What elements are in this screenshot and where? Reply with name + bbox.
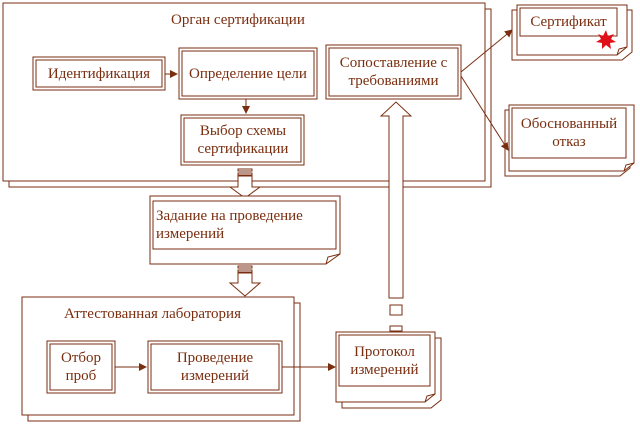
goal-label: Определение цели bbox=[189, 65, 307, 82]
identification-label: Идентификация bbox=[47, 65, 151, 82]
certificate-label: Сертификат bbox=[530, 14, 607, 30]
measuring-label: Проведение измерений bbox=[176, 350, 254, 384]
comparison-label: Сопоставление с требованиями bbox=[339, 55, 448, 89]
arrow-to-refusal bbox=[460, 75, 509, 151]
task-label: Задание на проведение измерений bbox=[156, 208, 303, 242]
task-document bbox=[149, 195, 341, 265]
measuring-box bbox=[147, 340, 283, 394]
refusal-label: Обоснованный отказ bbox=[520, 116, 618, 150]
hollow-arrow-to-task bbox=[228, 168, 262, 199]
certification-body-title: Орган сертификации bbox=[171, 12, 305, 28]
laboratory-title: Аттестованная лаборатория bbox=[64, 306, 241, 322]
hollow-arrow-to-comparison bbox=[379, 101, 413, 332]
seal-icon bbox=[596, 30, 616, 49]
scheme-label: Выбор схемы сертификации bbox=[197, 123, 289, 157]
goal-box bbox=[178, 47, 318, 100]
hollow-arrow-to-lab bbox=[228, 265, 262, 297]
arrow-to-certificate bbox=[460, 29, 513, 73]
protocol-label: Протокол измерений bbox=[350, 343, 419, 378]
protocol-document bbox=[335, 331, 442, 409]
scheme-box bbox=[180, 114, 305, 166]
identification-box bbox=[32, 56, 166, 91]
refusal-document bbox=[504, 104, 635, 177]
sampling-label: Отбор проб bbox=[60, 350, 102, 384]
comparison-box bbox=[325, 44, 462, 100]
